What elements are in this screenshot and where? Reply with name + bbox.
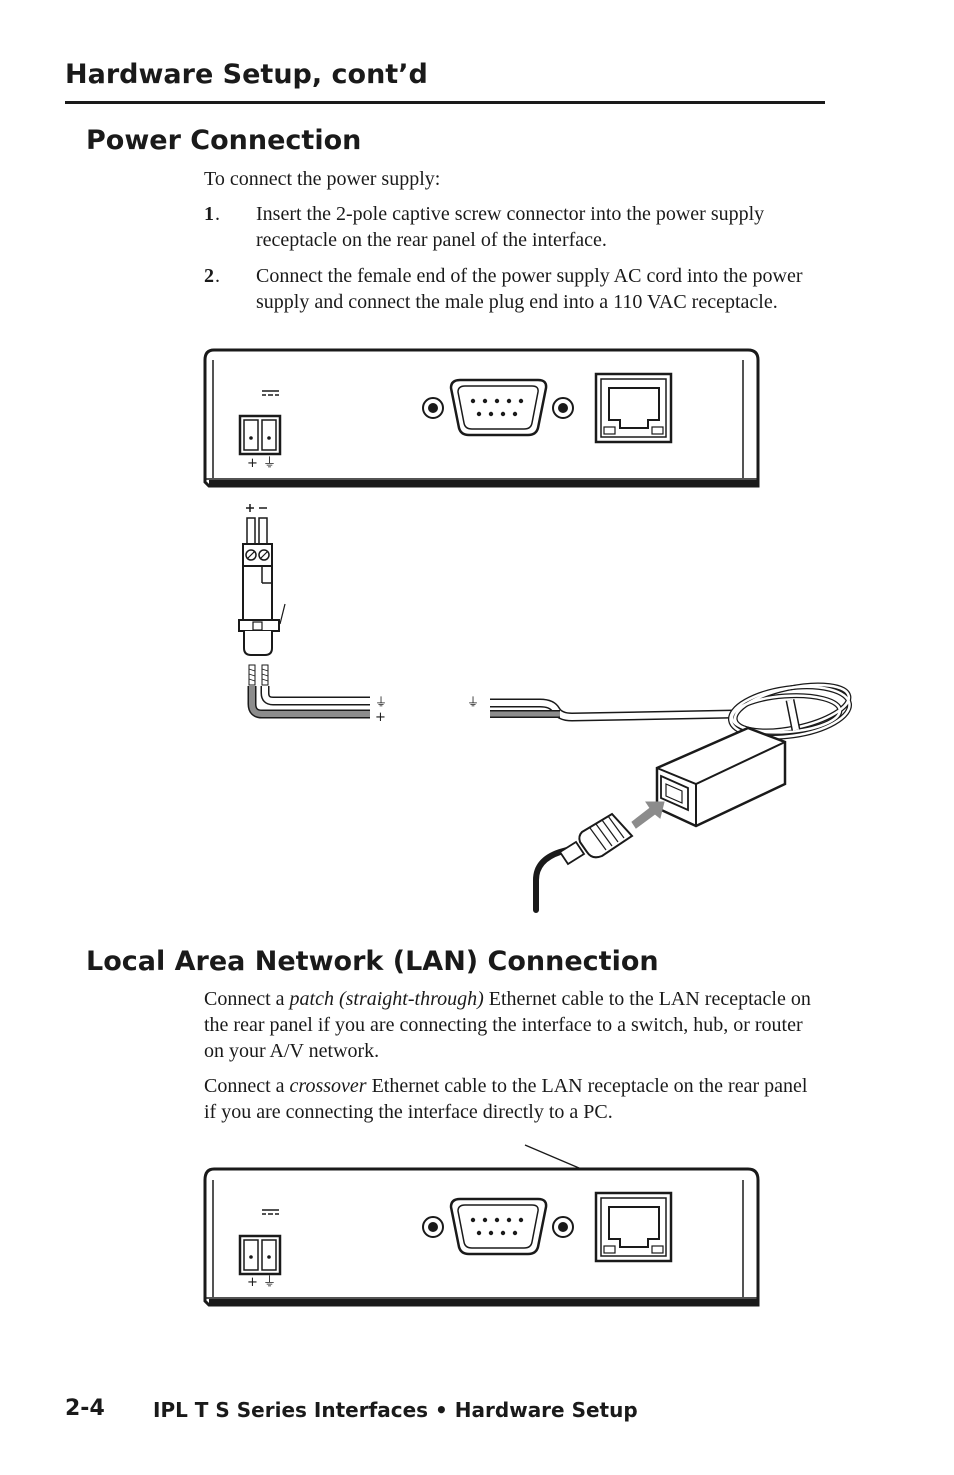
receptacle-ground-label: ⏚ — [263, 456, 276, 471]
power-intro: To connect the power supply: — [204, 168, 441, 190]
supply-dc-cable — [490, 682, 853, 740]
power-connection-diagram: + ⏚ — [203, 348, 853, 913]
receptacle-plus-label: + — [247, 456, 258, 471]
captive-screw-plug — [238, 504, 286, 656]
page-number: 2-4 — [65, 1396, 105, 1421]
receptacle-plus-label: + — [247, 1275, 258, 1290]
power-section-title: Power Connection — [86, 125, 362, 156]
step-number: 1 — [204, 203, 214, 225]
step-number: 2 — [204, 265, 214, 287]
page-header-title: Hardware Setup, cont’d — [65, 59, 428, 90]
power-step-2: 2. Connect the female end of the power s… — [204, 263, 824, 341]
power-receptacle[interactable] — [238, 414, 282, 456]
rs232-port[interactable] — [422, 378, 574, 437]
supply-ground-label: ⏚ — [467, 695, 479, 709]
power-supply-brick — [655, 726, 787, 828]
insert-arrow-icon — [631, 801, 665, 829]
wire-plus-label: + — [375, 710, 386, 725]
rs232-port[interactable] — [422, 1197, 574, 1256]
lan-p2-lead: Connect a — [204, 1075, 290, 1097]
lan-port[interactable] — [594, 1191, 673, 1263]
stripped-wires — [247, 664, 370, 719]
page-footer: 2-4 IPL T S Series Interfaces • Hardware… — [65, 1396, 765, 1426]
dc-symbol-icon — [262, 1209, 279, 1215]
lan-p1-rest: Ethernet cable to the LAN receptacle on … — [204, 988, 811, 1062]
lan-connection-diagram: + ⏚ — [203, 1144, 760, 1307]
lan-port[interactable] — [594, 372, 673, 444]
lan-paragraph-crossover: Connect a crossover Ethernet cable to th… — [204, 1073, 824, 1125]
lan-paragraph-patch: Connect a patch (straight-through) Ether… — [204, 986, 824, 1064]
lan-p2-rest: Ethernet cable to the LAN receptacle on … — [204, 1075, 808, 1123]
receptacle-ground-label: ⏚ — [263, 1275, 276, 1290]
footer-title: IPL T S Series Interfaces • Hardware Set… — [153, 1398, 638, 1422]
lan-p1-emphasis: patch (straight-through) — [289, 988, 484, 1010]
ac-cord-plug — [533, 812, 634, 913]
dc-symbol-icon — [262, 390, 279, 396]
power-step-1: 1. Insert the 2-pole captive screw conne… — [204, 201, 824, 253]
power-receptacle[interactable] — [238, 1234, 282, 1276]
page-header: Hardware Setup, cont’d — [65, 58, 825, 104]
lan-section-title: Local Area Network (LAN) Connection — [86, 946, 659, 977]
step-text: Connect the female end of the power supp… — [256, 265, 803, 313]
step-text: Insert the 2-pole captive screw connecto… — [256, 203, 765, 251]
lan-p2-emphasis: crossover — [289, 1075, 367, 1097]
wire-ground-label: ⏚ — [375, 695, 387, 709]
lan-p1-lead: Connect a — [204, 988, 290, 1010]
